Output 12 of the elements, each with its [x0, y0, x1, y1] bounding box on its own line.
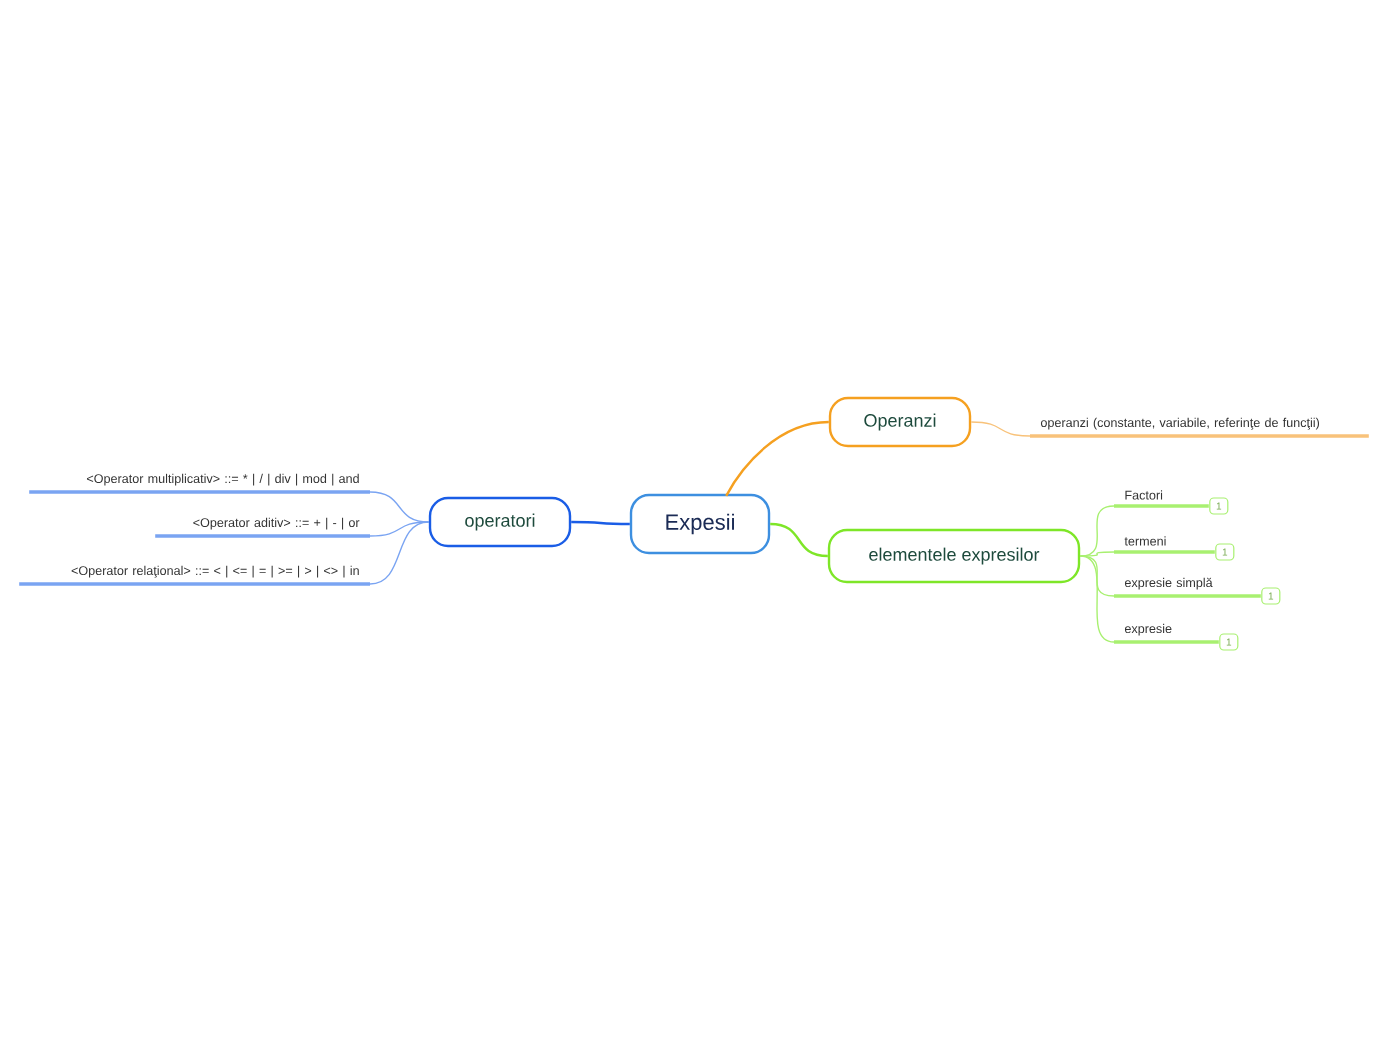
topic-box: Expesii — [629, 493, 771, 555]
connector — [369, 521, 430, 585]
connector — [970, 421, 1031, 437]
connector — [1079, 555, 1115, 643]
connector — [1079, 551, 1115, 557]
connector — [369, 521, 430, 537]
topic-box: Operanzi — [828, 396, 972, 448]
connector — [770, 522, 828, 558]
topic-box: elementele expresilor — [827, 528, 1081, 584]
connector — [571, 520, 630, 526]
topic-box: operatori — [428, 496, 572, 548]
connector — [725, 420, 829, 497]
